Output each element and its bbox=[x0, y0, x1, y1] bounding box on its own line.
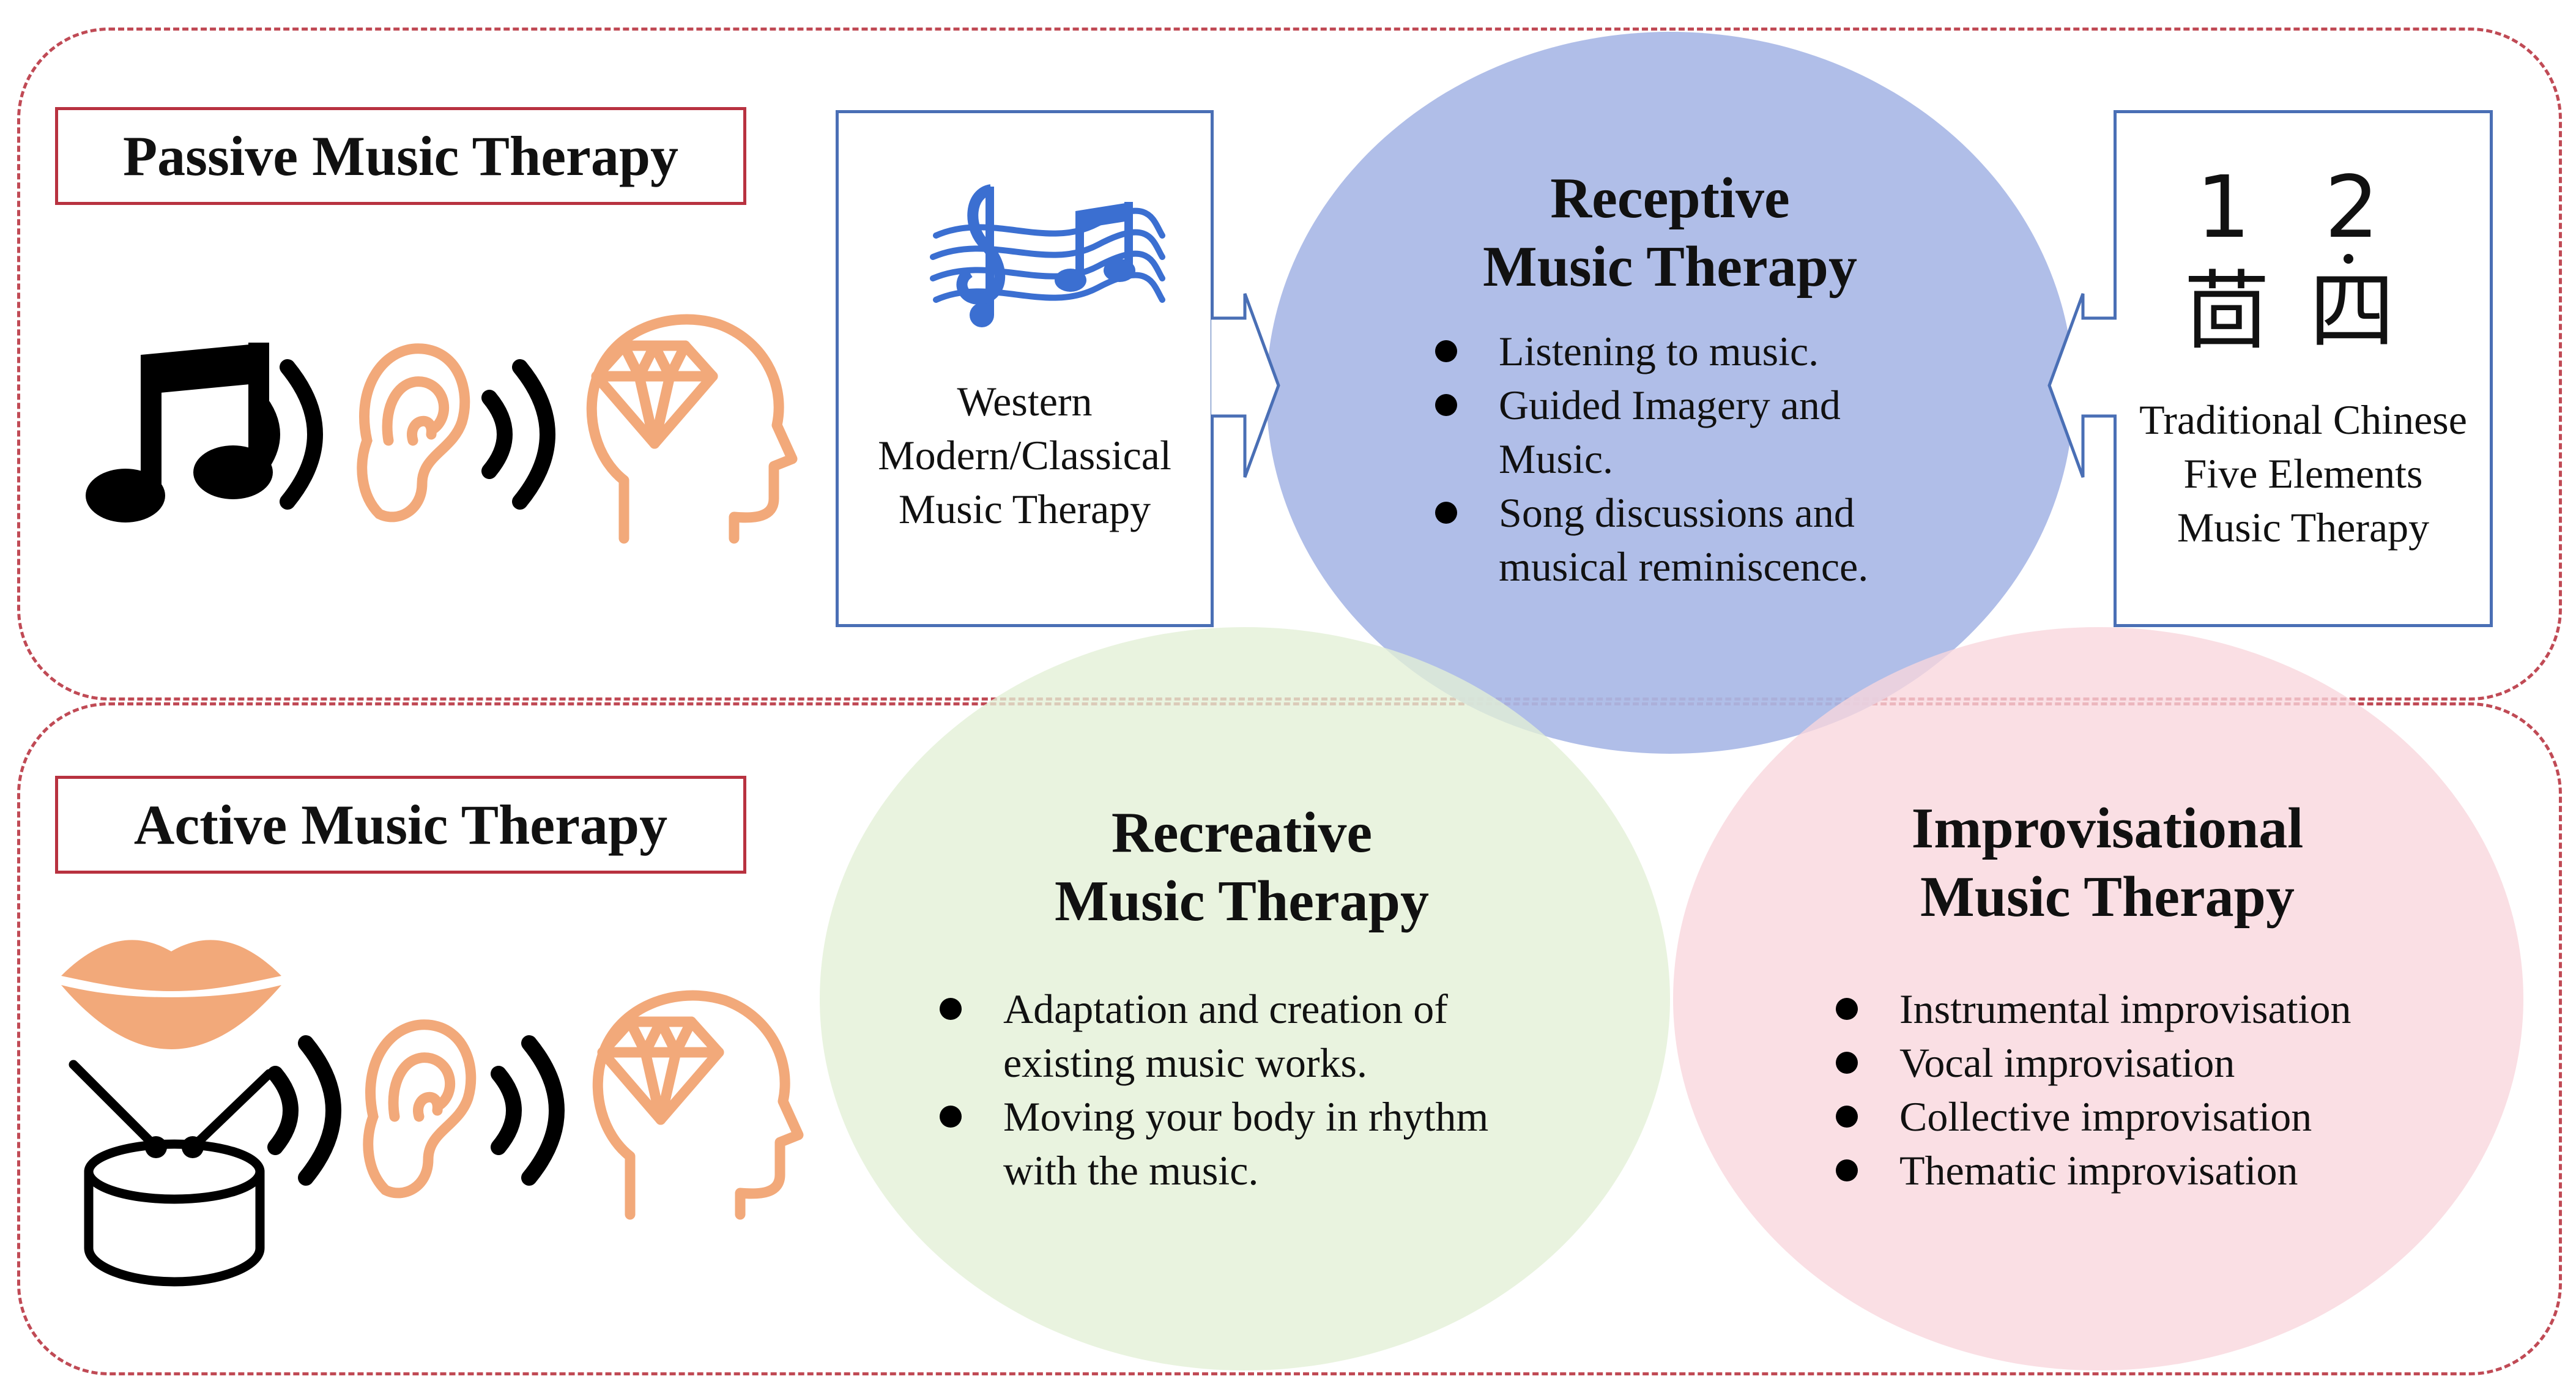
notation-char-1: 茴 bbox=[2184, 262, 2270, 362]
notation-dot bbox=[2344, 254, 2353, 264]
jianpu-notation: 1 2 茴 四 bbox=[2114, 150, 2493, 382]
line: Listening to music. bbox=[1499, 328, 1819, 374]
list-item: Song discussions and musical reminiscence… bbox=[1431, 486, 1982, 593]
recreative-list: Adaptation and creation of existing music… bbox=[936, 982, 1548, 1197]
improvisational-list: Instrumental improvisation Vocal improvi… bbox=[1832, 982, 2444, 1197]
sound-wave-icon bbox=[481, 359, 555, 510]
line: Instrumental improvisation bbox=[1899, 986, 2351, 1032]
recreative-title: Recreative Music Therapy bbox=[936, 798, 1548, 935]
list-item: Collective improvisation bbox=[1832, 1090, 2444, 1143]
sound-wave-icon bbox=[491, 1035, 565, 1186]
chinese-line: Traditional Chinese bbox=[2139, 396, 2467, 443]
title-line: Receptive bbox=[1550, 166, 1790, 230]
western-arrow bbox=[1211, 293, 1280, 478]
line: Collective improvisation bbox=[1899, 1093, 2312, 1140]
title-line: Improvisational bbox=[1911, 797, 2304, 860]
chinese-label: Traditional Chinese Five Elements Music … bbox=[2114, 393, 2493, 554]
line: Song discussions and bbox=[1499, 489, 1855, 536]
title-line: Music Therapy bbox=[1920, 865, 2295, 929]
active-label: Active Music Therapy bbox=[55, 776, 746, 874]
western-line: Modern/Classical bbox=[878, 432, 1171, 478]
receptive-circle bbox=[1266, 32, 2074, 754]
list-item: Adaptation and creation of existing music… bbox=[936, 982, 1548, 1090]
title-line: Music Therapy bbox=[1483, 235, 1857, 299]
notation-2: 2 bbox=[2325, 158, 2380, 258]
notation-1: 1 bbox=[2196, 158, 2251, 258]
passive-label: Passive Music Therapy bbox=[55, 107, 746, 205]
music-staff-icon bbox=[930, 184, 1165, 327]
lips-icon bbox=[61, 940, 281, 1049]
receptive-title: Receptive Music Therapy bbox=[1364, 164, 1976, 301]
list-item: Listening to music. bbox=[1431, 324, 1982, 378]
line: with the music. bbox=[1003, 1147, 1259, 1194]
western-box bbox=[836, 110, 1214, 627]
improvisational-title: Improvisational Music Therapy bbox=[1802, 794, 2413, 931]
sound-wave-icon bbox=[249, 359, 323, 510]
notation-char-2: 四 bbox=[2309, 262, 2396, 362]
line: Music. bbox=[1499, 436, 1613, 482]
line: musical reminiscence. bbox=[1499, 543, 1869, 590]
line: Moving your body in rhythm bbox=[1003, 1093, 1489, 1140]
drum-icon bbox=[69, 1060, 274, 1287]
chinese-line: Five Elements bbox=[2183, 450, 2423, 497]
head-diamond-icon bbox=[586, 314, 798, 544]
line: Adaptation and creation of bbox=[1003, 986, 1448, 1032]
list-item: Moving your body in rhythm with the music… bbox=[936, 1090, 1548, 1197]
western-line: Music Therapy bbox=[898, 486, 1151, 532]
ear-icon bbox=[363, 1019, 477, 1199]
western-label: Western Modern/Classical Music Therapy bbox=[836, 374, 1214, 536]
title-line: Music Therapy bbox=[1055, 869, 1429, 933]
improvisational-circle bbox=[1673, 627, 2523, 1370]
title-line: Recreative bbox=[1111, 801, 1373, 865]
chinese-arrow bbox=[2047, 293, 2117, 478]
line: Guided Imagery and bbox=[1499, 382, 1841, 428]
list-item: Vocal improvisation bbox=[1832, 1036, 2444, 1090]
sound-wave-icon bbox=[267, 1035, 341, 1186]
list-item: Thematic improvisation bbox=[1832, 1143, 2444, 1197]
chinese-line: Music Therapy bbox=[2177, 504, 2430, 551]
line: Vocal improvisation bbox=[1899, 1039, 2235, 1086]
western-line: Western bbox=[957, 378, 1093, 425]
list-item: Instrumental improvisation bbox=[1832, 982, 2444, 1036]
line: Thematic improvisation bbox=[1899, 1147, 2298, 1194]
ear-icon bbox=[357, 343, 470, 522]
head-diamond-icon bbox=[592, 990, 804, 1220]
music-note-icon bbox=[86, 343, 273, 522]
line: existing music works. bbox=[1003, 1039, 1367, 1086]
